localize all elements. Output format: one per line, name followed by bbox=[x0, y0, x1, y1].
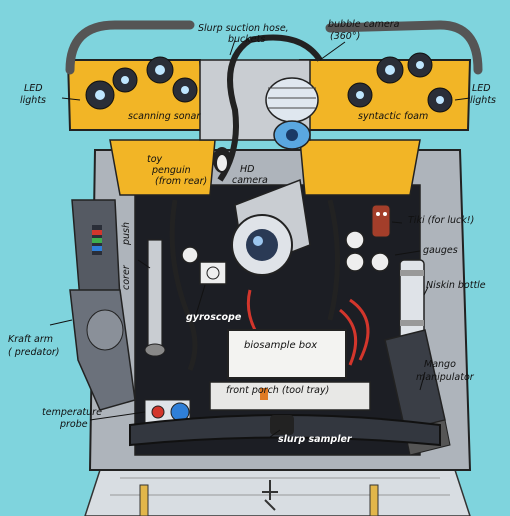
label-biosample-box: biosample box bbox=[244, 340, 318, 351]
label-gauges: gauges bbox=[423, 245, 458, 256]
top-frame-rails bbox=[65, 20, 483, 75]
front-porch-tool-tray bbox=[209, 381, 371, 411]
slurp-sampler bbox=[129, 414, 441, 447]
gauges bbox=[181, 230, 390, 272]
label-toy-penguin-2: penguin bbox=[152, 165, 191, 176]
label-hd-camera-1: HD bbox=[240, 164, 255, 175]
label-bubble-camera-360: (360°) bbox=[330, 31, 361, 42]
label-leader-lines bbox=[49, 39, 471, 438]
label-mango-manipulator-1: Mango bbox=[424, 359, 456, 370]
label-push-corer: push bbox=[121, 221, 132, 245]
syntactic-foam-blocks bbox=[66, 59, 472, 196]
label-niskin-bottle: Niskin bottle bbox=[426, 280, 486, 291]
black-hoses bbox=[169, 199, 340, 371]
toy-penguin bbox=[213, 147, 231, 173]
gyroscope bbox=[199, 261, 227, 285]
label-push-corer-2: corer bbox=[121, 265, 132, 290]
label-buckets: buckets bbox=[228, 34, 266, 45]
label-front-porch: front porch (tool tray) bbox=[226, 385, 330, 396]
label-led-lights-right: LED bbox=[472, 83, 491, 94]
push-corer bbox=[144, 239, 166, 357]
rov-skid-base bbox=[84, 469, 471, 516]
label-toy-penguin-3: (from rear) bbox=[155, 176, 208, 187]
label-syntactic-foam: syntactic foam bbox=[358, 111, 429, 122]
label-kraft-arm: Kraft arm bbox=[8, 334, 54, 345]
label-slurp-suction-hose: Slurp suction hose, bbox=[198, 23, 289, 34]
label-temperature-probe-2: probe bbox=[60, 419, 88, 430]
led-lights bbox=[85, 52, 453, 113]
label-bubble-camera: bubble camera bbox=[328, 19, 400, 30]
niskin-bottle bbox=[399, 259, 425, 341]
label-toy-penguin-1: toy bbox=[147, 154, 163, 165]
label-mango-manipulator-2: manipulator bbox=[416, 372, 474, 383]
hd-camera bbox=[231, 178, 311, 276]
tiki-figure bbox=[371, 204, 391, 238]
label-gyroscope: gyroscope bbox=[186, 312, 242, 323]
label-temperature-probe-1: temperature bbox=[42, 407, 102, 418]
label-scanning-sonar: scanning sonar bbox=[128, 111, 201, 122]
label-led-lights-left: LED bbox=[24, 83, 43, 94]
label-led-lights-left-2: lights bbox=[20, 95, 47, 106]
label-tiki: Tiki (for luck!) bbox=[408, 215, 475, 226]
biosample-box bbox=[227, 329, 347, 379]
kraft-arm bbox=[69, 199, 136, 411]
label-led-lights-right-2: lights bbox=[470, 95, 497, 106]
bubble-camera bbox=[265, 77, 319, 150]
red-hydraulic-lines bbox=[246, 289, 370, 366]
label-slurp-sampler: slurp sampler bbox=[278, 434, 352, 445]
label-kraft-arm-predator: ( predator) bbox=[8, 347, 60, 358]
label-hd-camera-2: camera bbox=[232, 175, 268, 186]
